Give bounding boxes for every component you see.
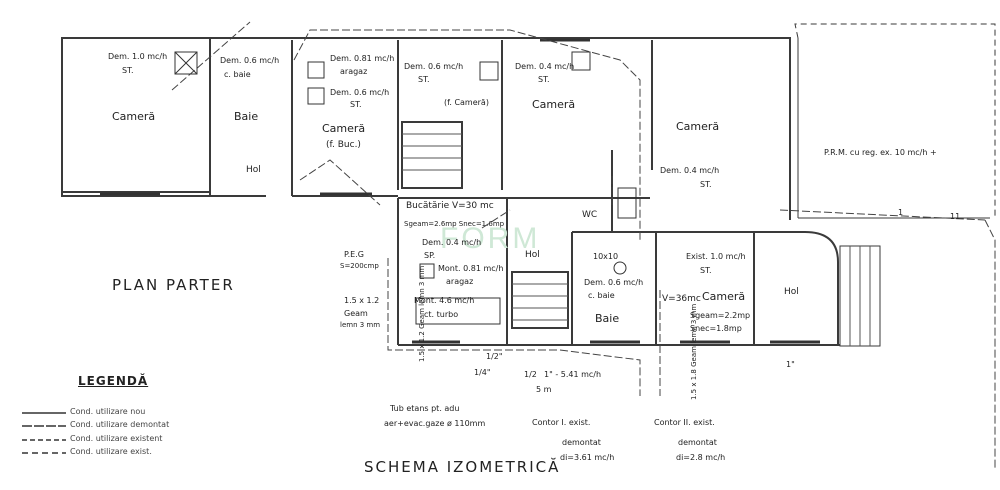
gas-pipes bbox=[171, 21, 996, 470]
room-label-baie-1: Baie bbox=[234, 110, 259, 123]
note-mont-1: Mont. 0.81 mc/h bbox=[438, 264, 504, 273]
room-label-hol-1: Hol bbox=[246, 165, 261, 175]
appliances bbox=[174, 51, 637, 325]
note-contor-2-c: di=2.8 mc/h bbox=[676, 453, 726, 462]
note-st-5: ST. bbox=[418, 75, 430, 84]
note-peg: P.E.G bbox=[344, 250, 364, 259]
note-cbaie-1: c. baie bbox=[224, 70, 251, 79]
note-st-6: ST. bbox=[538, 75, 550, 84]
legend-item-demontat: Cond. utilizare demontat bbox=[70, 420, 170, 429]
note-pipe-4: 5 m bbox=[536, 385, 552, 394]
note-pipe-2: 1/2 bbox=[524, 370, 537, 379]
legend-title: LEGENDĂ bbox=[78, 374, 149, 388]
note-s-peg: S=200cmp bbox=[340, 262, 379, 270]
note-st-4: ST. bbox=[350, 100, 362, 109]
note-cbaie-2: c. baie bbox=[588, 291, 615, 300]
note-st-ex: ST. bbox=[700, 266, 712, 275]
note-dem-3: Dem. 0.81 mc/h bbox=[330, 54, 395, 63]
watermark: FORM bbox=[440, 222, 541, 255]
note-st-7: ST. bbox=[700, 180, 712, 189]
schema-title: SCHEMA IZOMETRICĂ bbox=[364, 458, 561, 476]
legend-lines bbox=[22, 412, 66, 454]
note-mont-2: Mont. 4.6 mc/h bbox=[414, 296, 475, 305]
plan-title: PLAN PARTER bbox=[112, 276, 235, 294]
note-contor-1: Contor I. exist. bbox=[532, 418, 591, 427]
room-label-camera-5-s2: Snec=1.8mp bbox=[690, 324, 742, 333]
note-dim-1: 1 bbox=[898, 208, 904, 217]
room-label-camera-2-sub: (f. Buc.) bbox=[326, 140, 361, 150]
legend-item-nou: Cond. utilizare nou bbox=[70, 407, 146, 416]
note-sp: SP. bbox=[424, 251, 436, 260]
note-prm: P.R.M. cu reg. ex. 10 mc/h + bbox=[824, 148, 937, 157]
room-label-camera-5-vol: V=36mc bbox=[662, 294, 701, 304]
note-dem-8: Dem. 0.4 mc/h bbox=[422, 238, 482, 247]
room-label-camera-4: Cameră bbox=[676, 120, 720, 133]
room-label-camera-1: Cameră bbox=[112, 110, 156, 123]
note-dem-2: Dem. 0.6 mc/h bbox=[220, 56, 280, 65]
room-label-camera-3-sub: (f. Cameră) bbox=[444, 98, 489, 107]
room-label-baie-2: Baie bbox=[595, 312, 620, 325]
legend-item-exist: Cond. utilizare exist. bbox=[70, 447, 152, 456]
room-label-camera-5: Cameră bbox=[702, 290, 746, 303]
stair-treads bbox=[402, 133, 871, 346]
note-dim-2: 11 bbox=[950, 212, 961, 221]
note-dem-5: Dem. 0.6 mc/h bbox=[404, 62, 464, 71]
note-geam-1: 1.5 x 1.2 bbox=[344, 296, 380, 305]
legend-item-existent: Cond. utilizare existent bbox=[70, 434, 163, 443]
room-label-bucatarie: Bucătărie V=30 mc bbox=[406, 201, 494, 211]
note-dem-7: Dem. 0.4 mc/h bbox=[660, 166, 720, 175]
note-geam-2: 1.5 x 1.2 Geam lemn 3 mm bbox=[418, 265, 426, 362]
note-exist: Exist. 1.0 mc/h bbox=[686, 252, 746, 261]
note-geam-1-c: lemn 3 mm bbox=[340, 321, 381, 329]
note-geam-3: 1.5 x 1.8 Geam lemn 3 mm bbox=[690, 303, 698, 400]
room-label-wc: WC bbox=[582, 210, 598, 220]
room-label-baie-2-dims: 10x10 bbox=[593, 252, 619, 261]
note-contor-1-b: demontat bbox=[562, 438, 601, 447]
note-ct-turbo: ct. turbo bbox=[424, 310, 459, 319]
note-dem-4: Dem. 0.6 mc/h bbox=[330, 88, 390, 97]
note-contor-2-b: demontat bbox=[678, 438, 717, 447]
note-dem-6: Dem. 0.4 mc/h bbox=[515, 62, 575, 71]
room-label-camera-2: Cameră bbox=[322, 122, 366, 135]
note-tub-1: Tub etans pt. adu bbox=[390, 404, 460, 413]
room-label-hol-3: Hol bbox=[784, 287, 799, 297]
note-tub-2: aer+evac.gaze ø 110mm bbox=[384, 419, 486, 428]
note-dem-9: Dem. 0.6 mc/h bbox=[584, 278, 644, 287]
note-dem-1: Dem. 1.0 mc/h bbox=[108, 52, 168, 61]
note-contor-1-c: di=3.61 mc/h bbox=[560, 453, 615, 462]
note-pipe-6: 1/4" bbox=[474, 368, 491, 377]
note-pipe-5: 1" bbox=[786, 360, 795, 369]
note-st-1: ST. bbox=[122, 66, 134, 75]
note-aragaz-2: aragaz bbox=[446, 277, 474, 286]
note-aragaz-1: aragaz bbox=[340, 67, 368, 76]
walls bbox=[61, 23, 996, 347]
note-pipe-3: 1" - 5.41 mc/h bbox=[544, 370, 602, 379]
windows bbox=[100, 38, 820, 344]
room-label-bucatarie-dims: Sgeam=2.6mp Snec=1.6mp bbox=[404, 220, 505, 228]
room-label-camera-3: Cameră bbox=[532, 98, 576, 111]
room-label-hol-2: Hol bbox=[525, 250, 540, 260]
room-label-camera-5-s1: Sgeam=2.2mp bbox=[690, 311, 751, 320]
note-geam-1-b: Geam bbox=[344, 309, 368, 318]
note-contor-2: Contor II. exist. bbox=[654, 418, 715, 427]
note-pipe-1: 1/2" bbox=[486, 352, 503, 361]
